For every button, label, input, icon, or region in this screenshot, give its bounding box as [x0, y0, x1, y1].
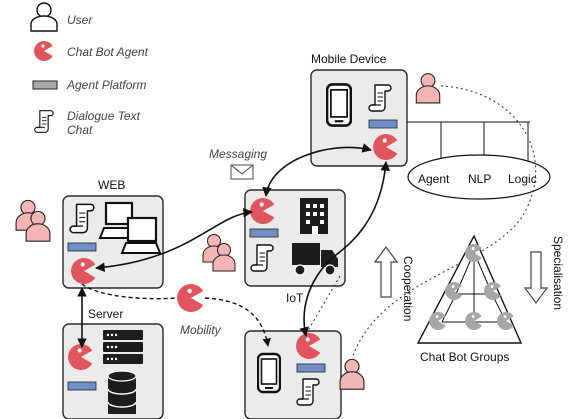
edge-iot-web — [95, 207, 253, 273]
agent-platform-bar — [67, 242, 97, 252]
mobile-device-panel — [310, 69, 408, 167]
messaging-label: Messaging — [209, 147, 267, 161]
legend-dialogue-label-1: Dialogue Text — [67, 109, 141, 123]
agent-platform-bar — [249, 228, 279, 238]
envelope-icon — [230, 164, 254, 180]
legend-user-label: User — [67, 13, 93, 27]
server-panel — [62, 323, 164, 419]
iot-title: IoT — [286, 291, 304, 305]
agent-platform-bar — [67, 381, 97, 391]
legend: User Chat Bot Agent Agent Platform Dialo… — [30, 2, 149, 137]
iot-link-dotted — [305, 275, 341, 335]
legend-dialogue-label-2: Chat — [67, 123, 93, 137]
web-users-icon — [15, 199, 51, 242]
messaging-edge-mobile-iot — [262, 143, 372, 197]
legend-dialogue-icon — [34, 110, 54, 133]
web-title: WEB — [98, 178, 125, 192]
mobile-panel-bottom — [244, 330, 342, 419]
agent-platform-bar — [368, 119, 398, 129]
iot-users-icon — [202, 233, 236, 272]
iot-panel — [244, 189, 346, 287]
bottom-user-icon — [339, 358, 365, 390]
groups-title: Chat Bot Groups — [420, 350, 509, 364]
service-nlp-label: NLP — [468, 172, 491, 186]
mobility-edge-a — [81, 283, 178, 300]
mobile-device-title: Mobile Device — [311, 52, 387, 66]
smartphone-icon — [326, 82, 352, 128]
agent-platform-bar — [296, 363, 326, 373]
mobile-agent-icon — [177, 284, 204, 312]
specialisation-arrow-icon — [523, 251, 549, 305]
server-title: Server — [88, 307, 123, 321]
platform-services: Agent NLP Logic — [407, 121, 551, 200]
building-icon — [300, 198, 328, 234]
connections — [77, 85, 537, 359]
smartphone-icon — [257, 352, 281, 394]
service-agent-label: Agent — [418, 172, 450, 186]
services-ellipse — [407, 154, 551, 200]
legend-user-icon — [30, 2, 58, 32]
web-panel — [62, 195, 164, 289]
mobility-label: Mobility — [180, 323, 222, 337]
service-logic-label: Logic — [508, 172, 537, 186]
cooperation-label: Cooperation — [401, 256, 415, 321]
user-link-dotted — [351, 85, 537, 359]
database-icon — [107, 370, 137, 414]
legend-platform-icon — [32, 80, 58, 90]
chatbot-groups: Cooperation Specialisation Chat Bot Grou… — [373, 234, 565, 364]
mobility-edge-b — [204, 297, 271, 347]
edge-mobile-mobile — [299, 161, 391, 337]
legend-agent-icon — [34, 41, 53, 61]
mobile-user-icon — [415, 73, 441, 104]
server-rack-icon — [103, 330, 143, 364]
legend-platform-label: Agent Platform — [66, 78, 146, 92]
legend-agent-label: Chat Bot Agent — [67, 45, 149, 59]
specialisation-label: Specialisation — [551, 236, 565, 310]
cooperation-arrow-icon — [373, 245, 399, 298]
